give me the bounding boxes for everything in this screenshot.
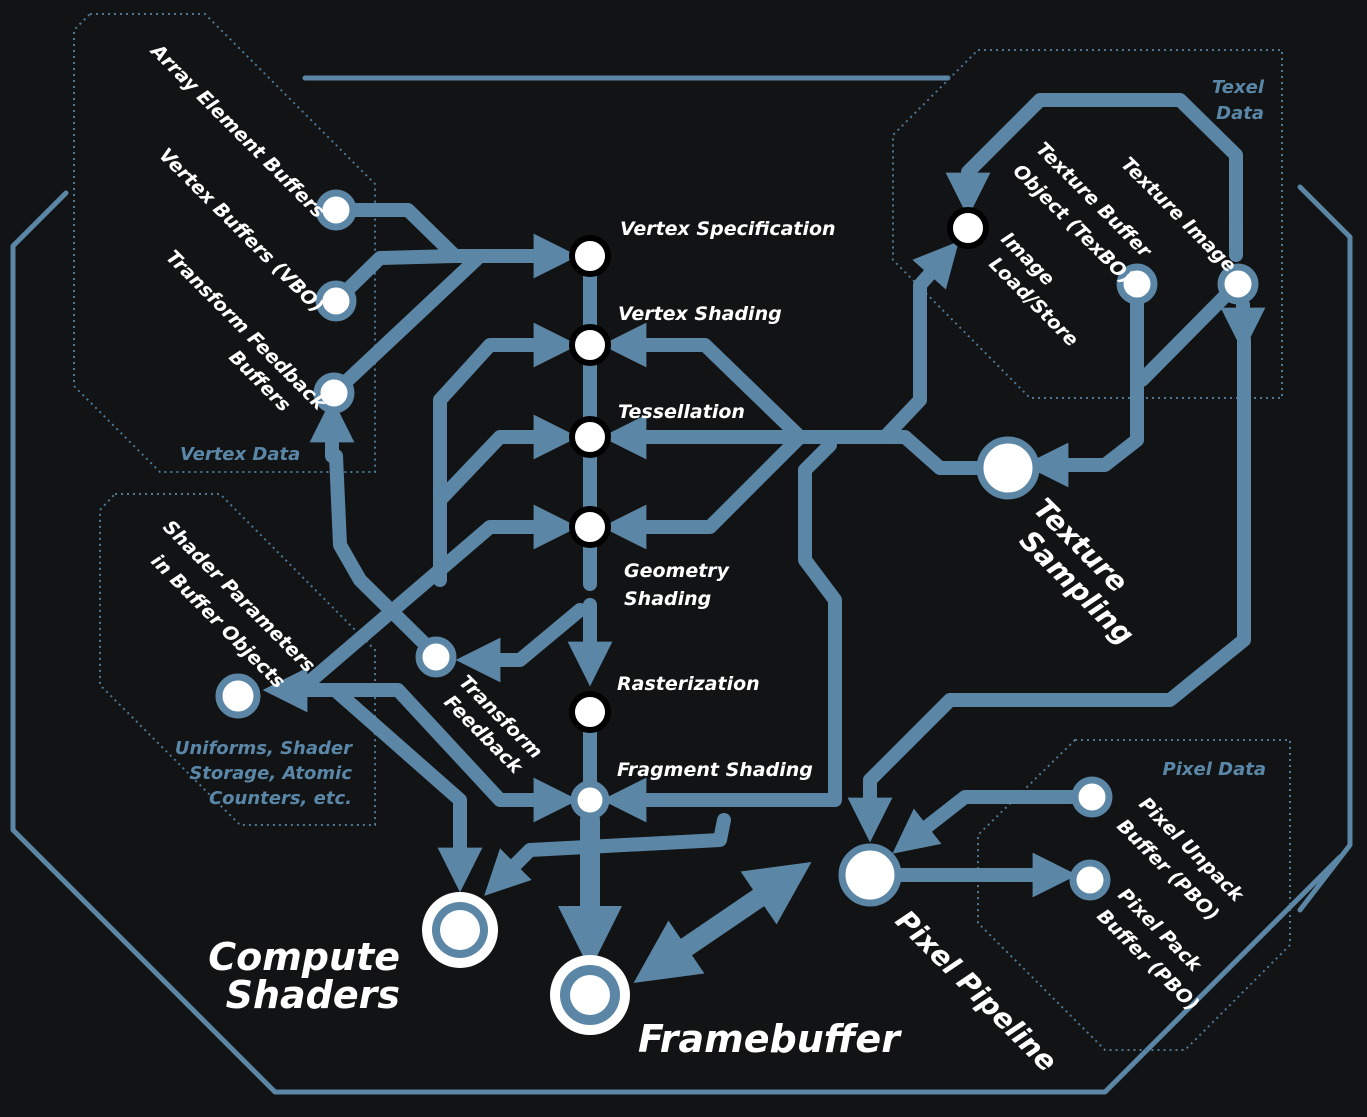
hub-nodes — [422, 436, 1040, 1035]
vertex-buffers-node — [315, 280, 357, 322]
texture-sampling-hub — [976, 436, 1040, 500]
pixel-pipeline-label: Pixel Pipeline — [889, 904, 1064, 1079]
array-element-buffers-node — [315, 189, 357, 231]
section-boxes — [73, 13, 1291, 1051]
pixel-pack-buffer-node — [1069, 859, 1111, 901]
pixel-data-box — [977, 739, 1291, 1051]
vertex-data-lines — [309, 203, 579, 660]
pixel-data-title: Pixel Data — [1163, 759, 1266, 780]
transform-feedback-buffers-node — [313, 372, 355, 414]
geometry-shading-node — [569, 506, 611, 548]
transform-feedback-node — [415, 636, 457, 678]
fragment-shading-node — [570, 780, 610, 820]
geometry-label: Geometry — [624, 560, 731, 582]
stage-nodes — [569, 235, 611, 820]
texture-image-node — [1217, 263, 1259, 305]
texel-title-1: Texel — [1212, 77, 1265, 98]
rasterization-node — [569, 691, 611, 733]
tessellation-node — [569, 416, 611, 458]
texture-buffer-node — [1116, 263, 1158, 305]
uniforms-label-1: Uniforms, Shader — [175, 738, 353, 759]
buffer-nodes — [215, 189, 1259, 901]
transform-feedback-buffers-label-1: Transform Feedback — [161, 246, 330, 415]
vertex-shading-node — [569, 324, 611, 366]
rasterization-label: Rasterization — [617, 673, 760, 695]
pixel-pipeline-hub — [838, 843, 902, 907]
shading-label: Shading — [624, 588, 711, 610]
pixel-lines — [484, 298, 1266, 983]
vertex-data-box — [73, 13, 376, 473]
vertex-data-title: Vertex Data — [180, 444, 300, 465]
uniforms-label-3: Counters, etc. — [209, 788, 352, 809]
vertex-shading-label: Vertex Shading — [618, 303, 782, 325]
pixel-unpack-buffer-node — [1071, 776, 1113, 818]
uniforms-label-2: Storage, Atomic — [189, 763, 352, 784]
texel-title-2: Data — [1216, 103, 1264, 124]
framebuffer-label: Framebuffer — [638, 1017, 902, 1061]
vertex-specification-node — [569, 235, 611, 277]
array-element-buffers-label: Array Element Buffers — [145, 39, 329, 223]
image-load-store-node — [947, 207, 989, 249]
tessellation-label: Tessellation — [618, 401, 745, 423]
fragment-shading-label: Fragment Shading — [617, 759, 813, 781]
vertex-specification-label: Vertex Specification — [620, 218, 836, 240]
vertex-buffers-label: Vertex Buffers (VBO) — [154, 144, 327, 317]
outer-frame — [10, 75, 1353, 1095]
feedback-lines — [262, 322, 587, 893]
framebuffer-hub — [550, 955, 630, 1035]
shaders-label: Shaders — [226, 973, 400, 1017]
compute-shaders-hub — [422, 892, 498, 968]
texture-lines — [601, 93, 1243, 823]
texture-image-label: Texture Image — [1116, 153, 1240, 277]
uniforms-node — [215, 673, 261, 719]
shader-params-box — [99, 493, 376, 826]
compute-label: Compute — [208, 935, 400, 979]
